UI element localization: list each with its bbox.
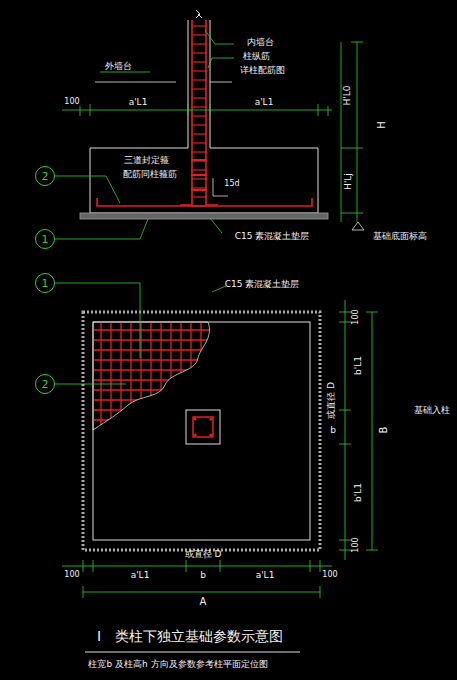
dimension-label: 100 [64, 98, 79, 106]
dimension-label: b'L1 [354, 483, 363, 502]
dimension-label: 三道封定箍 [124, 156, 169, 165]
dimension-label: 外墙台 [105, 62, 132, 71]
callout-text: 1 [42, 233, 49, 246]
dimension-label: a'L1 [255, 98, 274, 107]
dimension-label: 或直径 D [326, 382, 335, 419]
dimension-label: b [200, 571, 206, 580]
drawing-caption: 柱宽b 及柱高h 方向及参数参考柱平面定位图 [88, 660, 267, 669]
dimension-label: 100 [352, 309, 360, 324]
dimension-label: A [200, 597, 207, 607]
callout-number: 1 [35, 273, 55, 293]
dimension-label: b [330, 426, 336, 435]
callout-number: 2 [35, 374, 55, 394]
dimension-label: b'L1 [354, 356, 363, 375]
dimension-label: a'L1 [131, 571, 150, 580]
callout-number: 1 [35, 229, 55, 249]
dimension-label: B [379, 427, 389, 434]
dimension-label: C15 素混凝土垫层 [225, 280, 300, 289]
dimension-label: 内墙台 [247, 38, 274, 47]
callout-number: 2 [35, 166, 55, 186]
dimension-label: 100 [322, 571, 337, 579]
dimension-label: 100 [352, 537, 360, 552]
dimension-label: C15 素混凝土垫层 [235, 232, 310, 241]
dimension-label: 详柱配筋图 [240, 66, 285, 75]
dimension-label: 100 [64, 571, 79, 579]
callout-text: 2 [42, 378, 49, 391]
dimension-label: a'L1 [129, 98, 148, 107]
dimension-label: 15d [224, 180, 239, 188]
drawing-title: I 类柱下独立基础参数示意图 [97, 629, 283, 643]
dimension-label: H'L0 [343, 85, 352, 105]
dimension-label: a'L1 [256, 571, 275, 580]
dimension-label: H'Lj [343, 173, 352, 190]
callout-text: 1 [42, 277, 49, 290]
callout-text: 2 [42, 170, 49, 183]
dimension-label: 配筋同柱箍筋 [123, 170, 177, 179]
dimension-label: H [377, 121, 387, 129]
dimension-label: 基础入柱 [414, 406, 450, 415]
dimension-label: 或直径 D [185, 550, 222, 559]
dimension-label: 柱纵筋 [243, 52, 270, 61]
dimension-label: 基础底面标高 [373, 232, 427, 241]
